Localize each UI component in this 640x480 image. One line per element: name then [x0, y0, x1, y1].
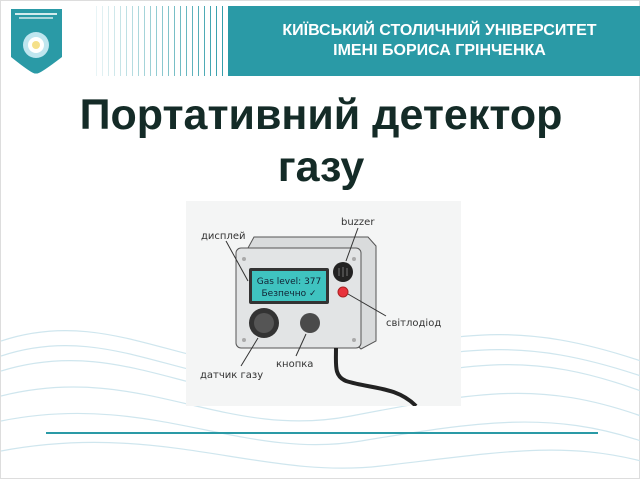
label-display: дисплей [201, 231, 246, 242]
label-buzzer: buzzer [341, 217, 375, 228]
header-stripes [96, 6, 229, 76]
header-band: КИЇВСЬКИЙ СТОЛИЧНИЙ УНІВЕРСИТЕТ ІМЕНІ БО… [228, 6, 640, 76]
title-line1: Портативний детектор [79, 91, 563, 139]
led [337, 286, 349, 298]
screen-line2: Безпечно ✓ [261, 289, 316, 299]
slide-title: Портативний детектор газу [1, 89, 640, 193]
gas-detector-diagram: Gas level: 377 Безпечно ✓ дисплей buzzer… [186, 201, 461, 408]
university-logo [11, 9, 62, 74]
label-button: кнопка [276, 359, 313, 370]
label-sensor: датчик газу [200, 370, 263, 381]
footer-divider [46, 432, 598, 434]
label-led: світлодіод [386, 317, 441, 329]
title-line2: газу [277, 143, 365, 191]
university-name-line1: КИЇВСЬКИЙ СТОЛИЧНИЙ УНІВЕРСИТЕТ [282, 22, 597, 39]
push-button [300, 313, 320, 333]
cable [333, 347, 418, 408]
screen-line1: Gas level: 377 [257, 277, 322, 287]
display-screen [252, 271, 326, 301]
university-name-line2: ІМЕНІ БОРИСА ГРІНЧЕНКА [333, 42, 546, 59]
